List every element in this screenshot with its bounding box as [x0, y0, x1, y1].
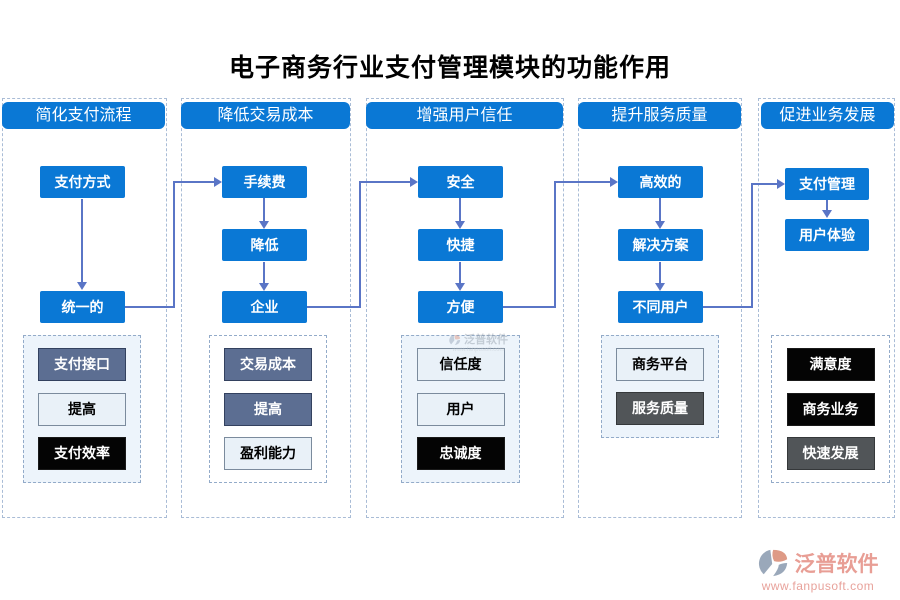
- arrow-down-icon: [455, 283, 465, 291]
- arrow-down-icon: [455, 221, 465, 229]
- note-group-col4: 商务平台 服务质量: [601, 335, 719, 438]
- flow-node-fast: 快捷: [418, 229, 503, 261]
- connector-col4-col5: [751, 183, 777, 185]
- arrow-down-icon: [822, 210, 832, 218]
- flow-node-payment-method: 支付方式: [40, 166, 125, 198]
- arrow-right-icon: [410, 177, 418, 187]
- arrow-line-col1: [81, 199, 83, 282]
- arrow-down-icon: [77, 282, 87, 290]
- column-header-promote-business: 促进业务发展: [761, 102, 894, 129]
- flow-node-user-experience: 用户体验: [785, 219, 869, 251]
- arrow-line-col3b: [459, 262, 461, 283]
- connector-col1-col2: [125, 306, 175, 308]
- note-payment-interface: 支付接口: [38, 347, 126, 381]
- column-header-enhance-trust: 增强用户信任: [366, 102, 563, 129]
- note-service-quality: 服务质量: [616, 392, 704, 426]
- column-frame-3: [366, 98, 564, 518]
- arrow-right-icon: [214, 177, 222, 187]
- page-title: 电子商务行业支付管理模块的功能作用: [228, 55, 671, 82]
- connector-col3-col4: [554, 181, 610, 183]
- arrow-line-col2a: [263, 198, 265, 221]
- note-payment-efficiency: 支付效率: [38, 437, 126, 471]
- arrow-right-icon: [610, 177, 618, 187]
- note-group-col2: 交易成本 提高 盈利能力: [209, 335, 327, 483]
- flow-node-safe: 安全: [418, 166, 503, 198]
- note-group-col3: 信任度 用户 忠诚度: [401, 335, 520, 483]
- arrow-down-icon: [655, 283, 665, 291]
- note-group-col1: 支付接口 提高 支付效率: [23, 335, 141, 483]
- arrow-down-icon: [655, 221, 665, 229]
- footer-brand-name: 泛普软件: [794, 552, 879, 576]
- fanpu-logo-icon: [758, 549, 787, 577]
- note-business-platform: 商务平台: [616, 347, 704, 381]
- footer-brand-block: 泛普软件 www.fanpusoft.com: [742, 548, 894, 593]
- arrow-line-col4a: [659, 198, 661, 221]
- watermark: 泛普软件 www.fanpusoft.com: [449, 334, 508, 353]
- flow-node-unified: 统一的: [40, 291, 125, 323]
- note-trust-degree: 信任度: [416, 347, 505, 381]
- note-satisfaction: 满意度: [786, 347, 875, 381]
- flow-node-solution: 解决方案: [618, 229, 703, 261]
- connector-col2-col3: [359, 181, 361, 308]
- connector-col4-col5: [703, 306, 753, 308]
- note-profitability: 盈利能力: [224, 437, 312, 471]
- arrow-right-icon: [777, 179, 785, 189]
- watermark-brand: 泛普软件: [464, 333, 508, 346]
- connector-col1-col2: [173, 181, 214, 183]
- note-loyalty: 忠诚度: [416, 437, 505, 471]
- note-transaction-cost: 交易成本: [224, 347, 312, 381]
- column-header-simplify-payment: 简化支付流程: [2, 102, 165, 129]
- arrow-line-col3a: [459, 198, 461, 221]
- arrow-line-col5: [826, 200, 828, 210]
- column-frame-5: [758, 98, 895, 518]
- fanpu-logo-icon: [449, 334, 461, 346]
- arrow-line-col4b: [659, 262, 661, 283]
- note-improve: 提高: [224, 392, 312, 426]
- flow-node-enterprise: 企业: [222, 291, 307, 323]
- note-user: 用户: [416, 392, 505, 426]
- column-frame-2: [181, 98, 351, 518]
- flow-node-reduce: 降低: [222, 229, 307, 261]
- connector-col3-col4: [554, 181, 556, 308]
- note-rapid-development: 快速发展: [786, 437, 875, 471]
- connector-col3-col4: [503, 306, 556, 308]
- note-improve: 提高: [38, 392, 126, 426]
- watermark-url: www.fanpusoft.com: [452, 347, 505, 353]
- flow-node-handling-fee: 手续费: [222, 166, 307, 198]
- connector-col2-col3: [359, 181, 410, 183]
- connector-col2-col3: [307, 306, 361, 308]
- footer-brand-url: www.fanpusoft.com: [761, 579, 875, 593]
- column-frame-4: [578, 98, 742, 518]
- arrow-down-icon: [259, 221, 269, 229]
- note-group-col5: 满意度 商务业务 快速发展: [771, 335, 890, 483]
- flow-node-efficient: 高效的: [618, 166, 703, 198]
- note-business-affairs: 商务业务: [786, 392, 875, 426]
- column-frame-1: [2, 98, 167, 518]
- arrow-down-icon: [259, 283, 269, 291]
- column-header-improve-service: 提升服务质量: [578, 102, 741, 129]
- column-header-reduce-cost: 降低交易成本: [181, 102, 350, 129]
- arrow-line-col2b: [263, 262, 265, 283]
- flow-node-payment-management: 支付管理: [785, 168, 869, 200]
- flow-node-convenient: 方便: [418, 291, 503, 323]
- connector-col1-col2: [173, 181, 175, 308]
- connector-col4-col5: [751, 183, 753, 308]
- flow-node-different-users: 不同用户: [618, 291, 703, 323]
